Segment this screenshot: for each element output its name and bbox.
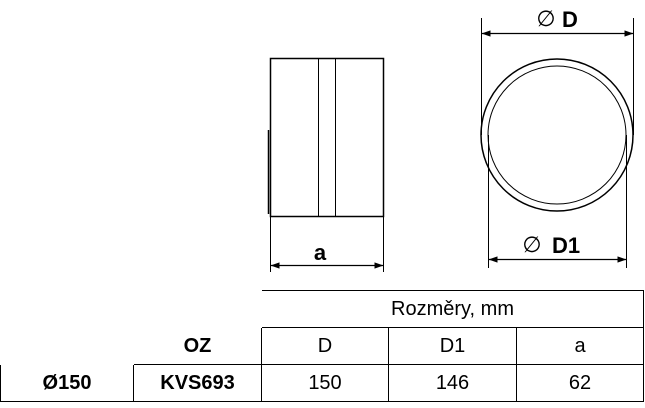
connector-body — [269, 57, 385, 218]
oz-cell: KVS693 — [133, 364, 262, 402]
col-header-D1: D1 — [388, 327, 517, 365]
diameter-symbol-D1: ∅ — [522, 233, 541, 258]
technical-drawing: a ∅ D ∅ D1 — [267, 7, 634, 272]
outer-circle — [480, 58, 634, 212]
oz-header: OZ — [133, 327, 262, 365]
table-header-row-1: Rozměry, mm — [1, 290, 644, 328]
front-view: ∅ D ∅ D1 — [480, 7, 634, 268]
table-header-row-2: OZ D D1 a — [1, 327, 644, 365]
dimension-label-D: D — [562, 7, 578, 32]
dimensions-group-header: Rozměry, mm — [261, 290, 644, 328]
size-cell: Ø150 — [0, 364, 134, 402]
dimensions-table: Rozměry, mm OZ D D1 a Ø150 KVS693 150 14… — [0, 290, 644, 402]
value-D1-cell: 146 — [388, 364, 517, 402]
side-view: a — [267, 57, 385, 272]
dimension-label-a: a — [314, 240, 327, 265]
inner-circle — [487, 65, 627, 205]
col-header-D: D — [261, 327, 389, 365]
value-D-cell: 150 — [261, 364, 389, 402]
col-header-a: a — [516, 327, 644, 365]
diameter-symbol-D: ∅ — [536, 7, 555, 32]
value-a-cell: 62 — [516, 364, 644, 402]
dimension-label-D1: D1 — [552, 233, 580, 258]
table-row: Ø150 KVS693 150 146 62 — [0, 364, 644, 402]
